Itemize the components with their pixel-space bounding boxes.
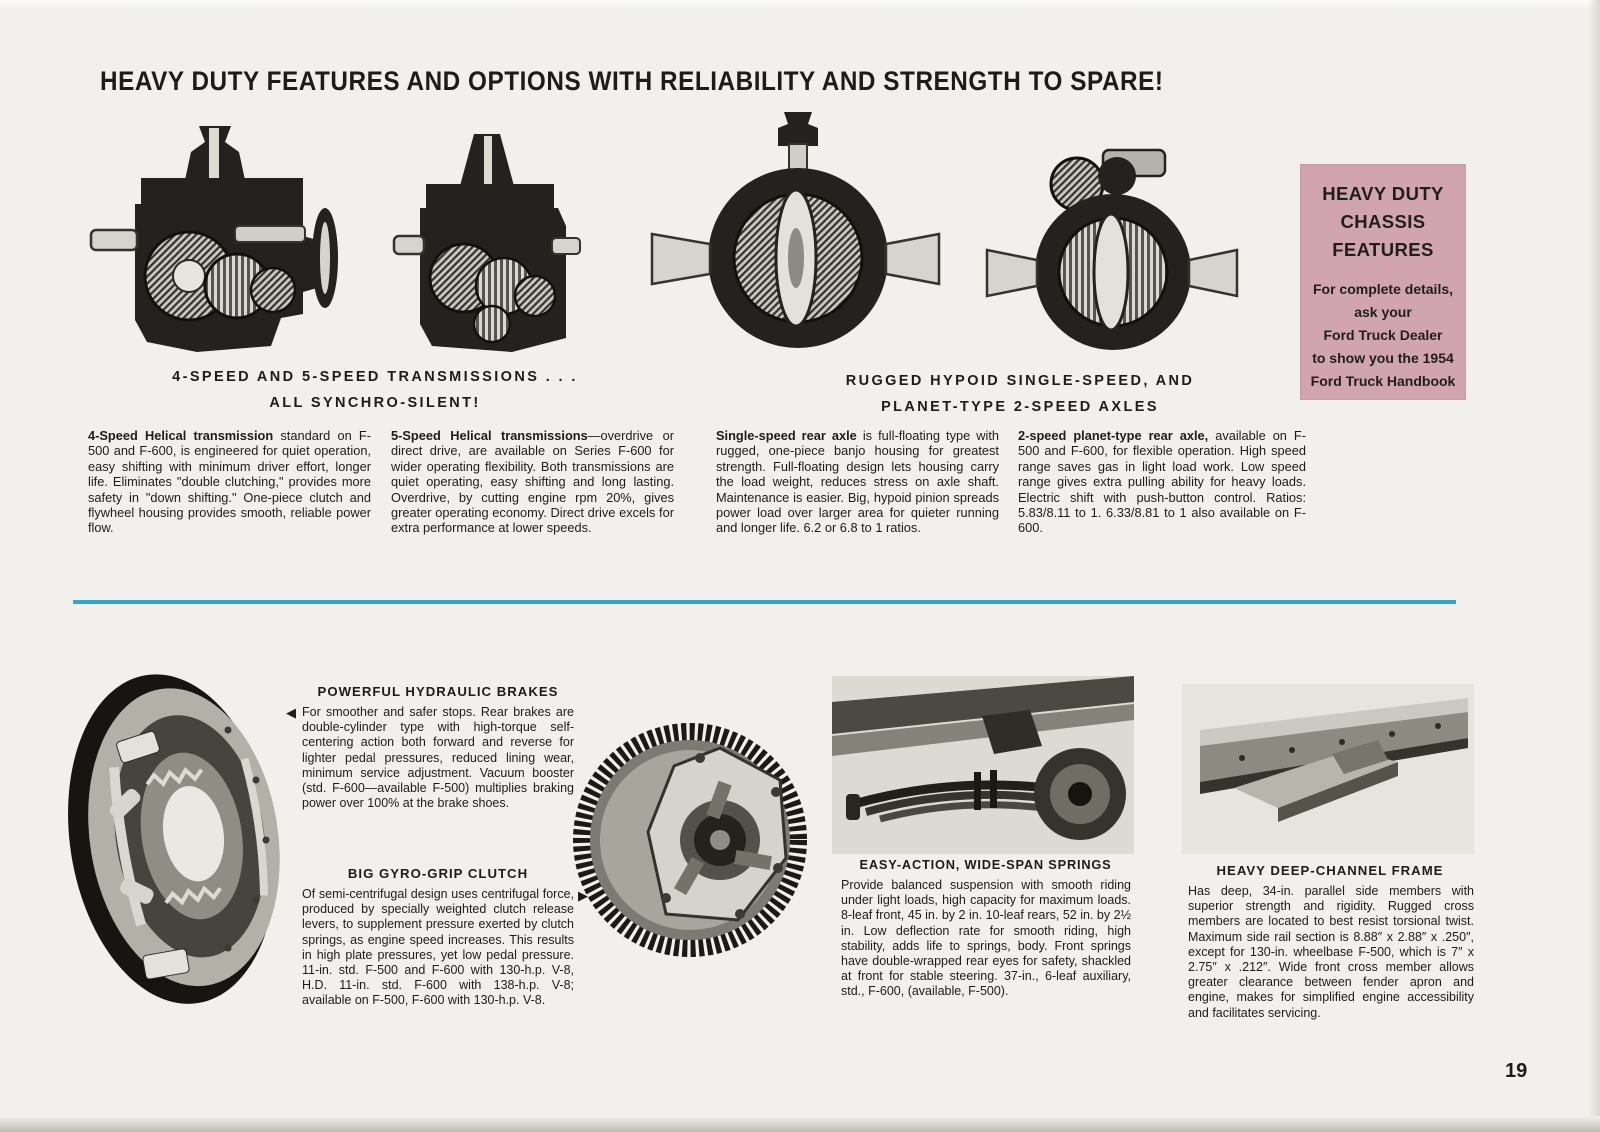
clutch-assembly-image [573, 723, 807, 957]
column-2speed-axle-text: 2-speed planet-type rear axle, available… [1018, 428, 1306, 536]
scan-edge-right [1588, 0, 1600, 1132]
column-5speed-text: 5-Speed Helical transmissions—overdrive … [391, 428, 674, 536]
chassis-panel-body-line3: Ford Truck Dealer [1323, 327, 1443, 343]
axles-heading-line1: RUGGED HYPOID SINGLE-SPEED, AND [845, 373, 1195, 389]
column-5speed-lead: 5-Speed Helical transmissions [391, 428, 588, 443]
axle-single-speed-illustration [648, 106, 943, 366]
scan-edge-bottom [0, 1116, 1600, 1132]
chassis-panel-body-line1: For complete details, [1312, 281, 1454, 297]
chassis-panel-body-line4: to show you the 1954 [1312, 350, 1454, 366]
axle-single-speed-image [650, 112, 941, 348]
column-4speed-lead: 4-Speed Helical transmission [88, 428, 274, 443]
transmission-5speed-image [392, 134, 581, 352]
transmission-4speed-illustration [85, 118, 345, 363]
frame-illustration [1182, 684, 1474, 854]
clutch-assembly-illustration [570, 662, 815, 1014]
column-2speed-body: available on F-500 and F-600, for flexib… [1018, 428, 1306, 536]
column-4speed-body: standard on F-500 and F-600, is engineer… [88, 428, 371, 536]
springs-heading: EASY-ACTION, WIDE-SPAN SPRINGS [859, 857, 1112, 872]
axles-section-heading: RUGGED HYPOID SINGLE-SPEED, AND PLANET-T… [770, 368, 1270, 420]
chassis-panel-body-line5: Ford Truck Handbook [1310, 373, 1456, 389]
clutch-heading: BIG GYRO-GRIP CLUTCH [347, 866, 529, 881]
column-4speed-text: 4-Speed Helical transmission standard on… [88, 428, 371, 536]
chassis-panel-title-line3: FEATURES [1332, 239, 1434, 260]
chassis-panel-body-line2: ask your [1354, 304, 1412, 320]
left-pointer-icon: ◀ [286, 705, 296, 720]
springs-image [832, 676, 1134, 854]
page-headline: HEAVY DUTY FEATURES AND OPTIONS WITH REL… [100, 66, 1164, 96]
page-number: 19 [1505, 1060, 1528, 1082]
transmission-5speed-illustration [392, 128, 582, 366]
frame-heading: HEAVY DEEP-CHANNEL FRAME [1216, 863, 1444, 878]
springs-body: Provide balanced suspension with smooth … [841, 878, 1131, 999]
transmissions-section-heading: 4-SPEED AND 5-SPEED TRANSMISSIONS . . . … [95, 364, 655, 416]
transmission-4speed-image [89, 126, 338, 352]
transmissions-heading-line2: ALL SYNCHRO-SILENT! [269, 395, 481, 411]
axle-2speed-illustration [985, 132, 1240, 367]
axle-2speed-image [985, 148, 1239, 350]
column-5speed-body: —overdrive or direct drive, are availabl… [391, 428, 674, 536]
column-2speed-lead: 2-speed planet-type rear axle, [1018, 428, 1209, 443]
column-single-speed-axle-text: Single-speed rear axle is full-floating … [716, 428, 999, 536]
column-single-speed-lead: Single-speed rear axle [716, 428, 857, 443]
right-pointer-icon: ▶ [578, 888, 588, 903]
axles-heading-line2: PLANET-TYPE 2-SPEED AXLES [881, 399, 1159, 415]
chassis-features-panel: HEAVY DUTY CHASSIS FEATURES For complete… [1300, 164, 1466, 400]
brakes-heading: POWERFUL HYDRAULIC BRAKES [317, 684, 559, 699]
brakes-body: For smoother and safer stops. Rear brake… [302, 705, 574, 811]
clutch-body: Of semi-centrifugal design uses centrifu… [302, 887, 574, 1008]
brake-drum-illustration [60, 660, 298, 1015]
frame-body: Has deep, 34-in. parallel side members w… [1188, 884, 1474, 1020]
frame-image [1182, 684, 1474, 854]
springs-illustration [832, 676, 1134, 854]
chassis-panel-title-line2: CHASSIS [1340, 211, 1426, 232]
section-divider-rule [73, 600, 1456, 604]
column-single-speed-body: is full-floating type with rugged, one-p… [716, 428, 1000, 536]
brake-drum-image [68, 674, 280, 1004]
chassis-panel-title-line1: HEAVY DUTY [1322, 183, 1444, 204]
scan-edge-top [0, 0, 1600, 10]
transmissions-heading-line1: 4-SPEED AND 5-SPEED TRANSMISSIONS . . . [172, 369, 578, 385]
